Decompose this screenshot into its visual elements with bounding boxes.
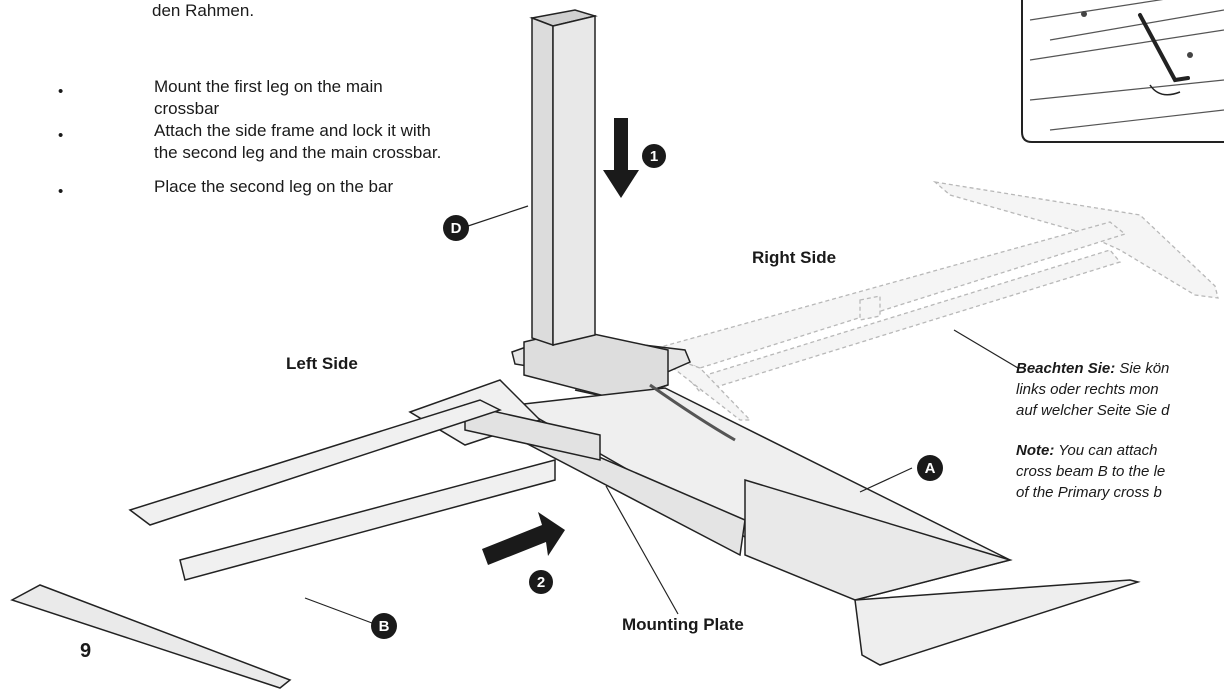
- callout-step-2: 2: [529, 570, 553, 594]
- callout-b: B: [371, 613, 397, 639]
- note-german: Beachten Sie: Sie kön links oder rechts …: [1016, 358, 1169, 421]
- svg-text:1: 1: [650, 148, 658, 165]
- main-crossbar-a: [512, 387, 1141, 666]
- arrow-step-1: [603, 118, 639, 198]
- callout-d: D: [443, 215, 469, 241]
- svg-text:B: B: [379, 618, 390, 635]
- leg-column-d: [529, 9, 598, 347]
- motor-cable: [649, 383, 736, 442]
- step-2-bullet: •: [58, 127, 64, 144]
- svg-text:A: A: [925, 460, 936, 477]
- left-side-frame-b: [10, 379, 601, 689]
- note-en-line-1-text: You can attach: [1054, 442, 1158, 459]
- step-2-line-1: Attach the side frame and lock it with: [154, 121, 431, 140]
- note-de-line-1-text: Sie kön: [1115, 360, 1170, 377]
- inset-detail-view: [1021, 0, 1224, 143]
- step-2-line-2: the second leg and the main crossbar.: [154, 143, 442, 162]
- svg-text:2: 2: [537, 574, 545, 591]
- note-en-bold: Note:: [1016, 442, 1055, 459]
- note-de-line-2: links oder rechts mon: [1016, 381, 1159, 398]
- note-de-line-1: Beachten Sie: Sie kön: [1016, 358, 1169, 379]
- note-english: Note: You can attach cross beam B to the…: [1016, 440, 1165, 503]
- label-left-side: Left Side: [286, 354, 358, 373]
- note-en-line-3: of the Primary cross b: [1016, 484, 1162, 501]
- note-de-line-3: auf welcher Seite Sie d: [1016, 402, 1170, 419]
- svg-text:D: D: [451, 220, 462, 237]
- step-1-line-2: crossbar: [154, 99, 220, 118]
- step-3-text: Place the second leg on the bar: [154, 176, 393, 198]
- arrow-step-2: [482, 512, 565, 565]
- step-1-text: Mount the first leg on the main crossbar: [154, 76, 383, 120]
- callout-step-1: 1: [642, 144, 666, 168]
- header-text-tail: den Rahmen.: [152, 1, 255, 20]
- label-mounting-plate: Mounting Plate: [622, 615, 744, 634]
- step-3-bullet: •: [58, 183, 64, 200]
- step-1-bullet: •: [58, 83, 64, 100]
- step-3-line-1: Place the second leg on the bar: [154, 177, 394, 196]
- note-en-line-2: cross beam B to the le: [1016, 463, 1166, 480]
- note-de-bold: Beachten Sie:: [1016, 360, 1116, 377]
- step-2-text: Attach the side frame and lock it with t…: [154, 120, 441, 164]
- callout-a: A: [917, 455, 943, 481]
- step-1-line-1: Mount the first leg on the main: [154, 77, 383, 96]
- note-en-line-1: Note: You can attach: [1016, 440, 1165, 461]
- page-number: 9: [80, 640, 92, 662]
- leader-lines: [304, 205, 1019, 627]
- label-right-side: Right Side: [752, 248, 837, 267]
